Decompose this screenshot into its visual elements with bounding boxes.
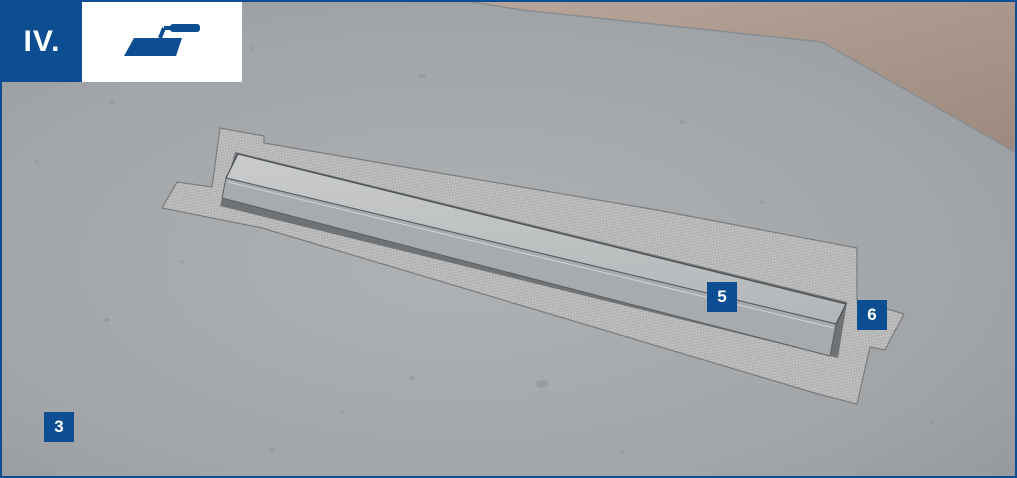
- step-number-label: IV.: [24, 25, 61, 59]
- callout-sealing-collar-label: 6: [867, 305, 876, 325]
- callout-screed-floor: 3: [44, 412, 74, 442]
- callout-screed-floor-label: 3: [54, 417, 63, 437]
- tool-panel: [82, 2, 242, 82]
- step-number-badge: IV.: [2, 2, 82, 82]
- callout-sealing-collar: 6: [857, 300, 887, 330]
- trowel-icon: [120, 22, 204, 62]
- callout-drain-cover: 5: [707, 282, 737, 312]
- callout-drain-cover-label: 5: [717, 287, 726, 307]
